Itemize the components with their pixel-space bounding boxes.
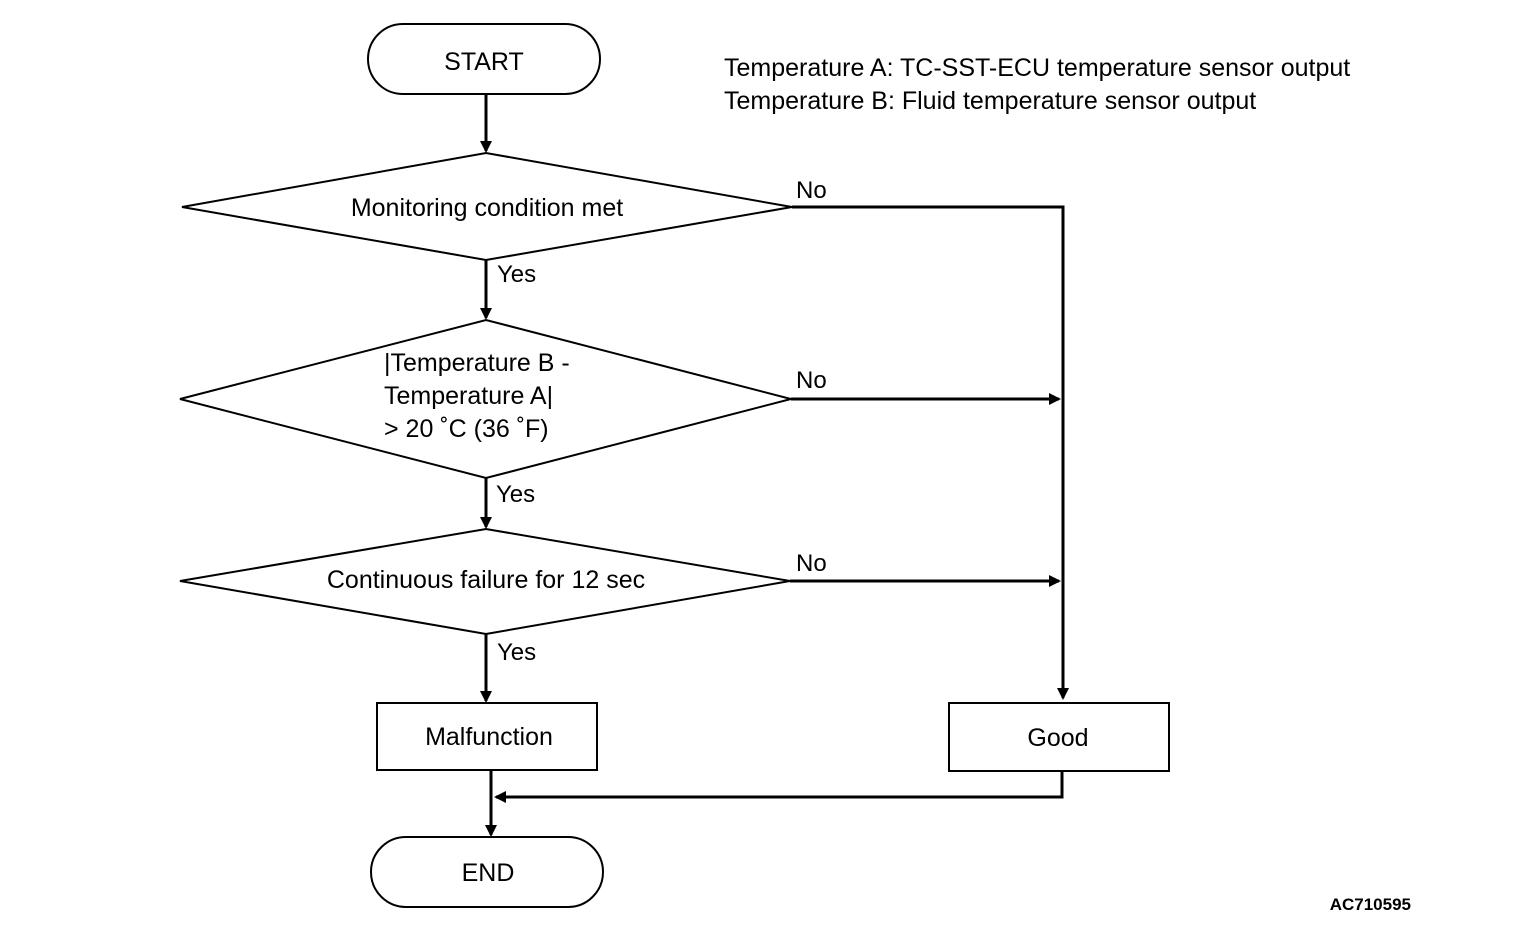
connector-decision1-no xyxy=(792,205,1069,700)
decision-temperature-difference-line3: > 20 ˚C (36 ˚F) xyxy=(384,415,549,443)
start-label: START xyxy=(444,48,524,76)
start-terminator xyxy=(367,23,601,95)
malfunction-box xyxy=(376,702,598,771)
end-terminator xyxy=(370,836,604,908)
decision-continuous-failure-label: Continuous failure for 12 sec xyxy=(327,566,645,594)
decision2-yes-label: Yes xyxy=(496,481,535,508)
decision3-yes-label: Yes xyxy=(497,639,536,666)
decision3-no-label: No xyxy=(796,550,827,577)
legend-temperature-b: Temperature B: Fluid temperature sensor … xyxy=(724,87,1256,115)
malfunction-label: Malfunction xyxy=(425,723,553,751)
decision-temperature-difference-line2: Temperature A| xyxy=(384,382,553,410)
decision2-no-label: No xyxy=(796,367,827,394)
figure-code: AC710595 xyxy=(1330,895,1411,914)
good-label: Good xyxy=(1027,724,1088,752)
decision1-no-label: No xyxy=(796,177,827,204)
connector-good-merge xyxy=(494,771,1064,803)
good-box xyxy=(948,702,1170,772)
decision-temperature-difference-line1: |Temperature B - xyxy=(384,349,570,377)
decision1-yes-label: Yes xyxy=(497,261,536,288)
decision-monitoring-condition-label: Monitoring condition met xyxy=(351,194,623,222)
end-label: END xyxy=(462,859,515,887)
legend-temperature-a: Temperature A: TC-SST-ECU temperature se… xyxy=(724,54,1350,82)
